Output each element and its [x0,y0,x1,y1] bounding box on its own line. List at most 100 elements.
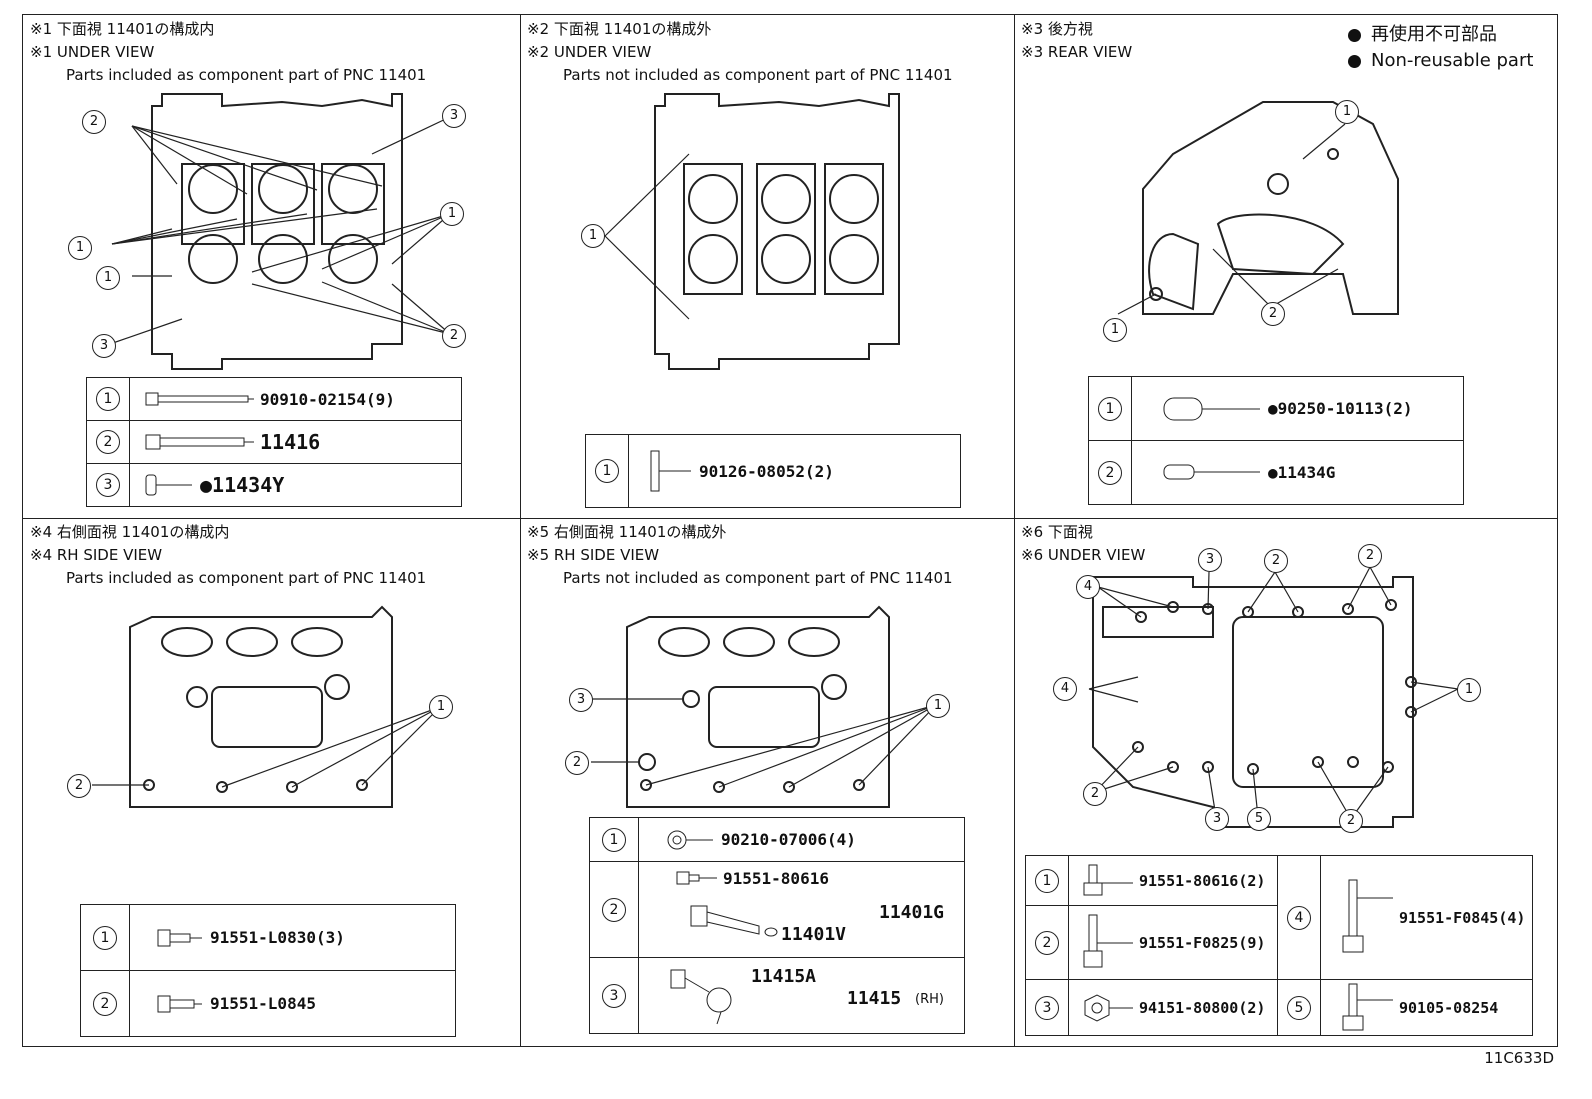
header-jp: ※4 右側面視 11401の構成内 [30,523,230,541]
part-number: 91551-L0845 [210,994,316,1013]
callout-5: 5 [1247,807,1271,831]
callout-3: 3 [1198,548,1222,572]
bolt-icon [676,871,717,885]
stud-icon [650,450,691,492]
panel-1: ※1 下面視 11401の構成内 ※1 UNDER VIEW Parts inc… [22,14,519,517]
panel-header: ※1 下面視 11401の構成内 ※1 UNDER VIEW Parts inc… [30,18,426,87]
callout-2: 2 [1339,809,1363,833]
parts-table: 1 90210-07006(4) 2 91551-80616 11401V 11… [589,817,965,1034]
item-number: 2 [96,430,120,454]
panel-5: ※5 右側面視 11401の構成外 ※5 RH SIDE VIEW Parts … [519,517,1013,1047]
item-number: 3 [1035,995,1059,1020]
callout-1: 1 [96,266,120,290]
item-number: 1 [93,925,117,950]
flange-bolt-icon [1083,864,1133,895]
parts-table: 1 91551-L0830(3) 2 91551-L0845 [80,904,456,1037]
panel-2: ※2 下面視 11401の構成外 ※2 UNDER VIEW Parts not… [519,14,1013,517]
item-number: 4 [1287,905,1311,930]
part-number: 11416 [260,430,321,454]
header-jp: ※2 下面視 11401の構成外 [527,20,712,38]
divider [23,518,1557,519]
panel-4: ※4 右側面視 11401の構成内 ※4 RH SIDE VIEW Parts … [22,517,519,1047]
diagram-sheet [22,14,1558,1047]
item-number: 1 [1098,396,1122,421]
divider [520,15,521,1046]
engine-block-rear-view [1117,101,1399,315]
part-number: 90910-02154(9) [260,389,395,409]
bolt-icon [145,392,254,406]
header-sub: Parts not included as component part of … [563,569,953,587]
part-number: 91551-80616 [723,868,829,888]
item-number: 1 [96,387,120,411]
legend-label-jp: 再使用不可部品 [1371,24,1497,45]
callout-1: 1 [581,224,605,248]
header-sub: Parts included as component part of PNC … [66,569,427,587]
header-jp: ※1 下面視 11401の構成内 [30,20,215,38]
panel-header: ※6 下面視 ※6 UNDER VIEW [1021,521,1145,567]
flange-bolt-icon [157,995,202,1012]
part-number: 11401V [781,924,847,945]
callout-2: 2 [1358,544,1382,568]
callout-2: 2 [1083,782,1107,806]
callout-2: 2 [1264,549,1288,573]
header-en: ※3 REAR VIEW [1021,43,1133,61]
callout-2: 2 [67,774,91,798]
item-number: 2 [93,991,117,1016]
divider [1014,15,1015,1046]
header-sub: Parts not included as component part of … [563,66,953,84]
header-jp: ※3 後方視 [1021,20,1093,38]
callout-4: 4 [1076,575,1100,599]
callout-1: 1 [1457,678,1481,702]
header-jp: ※5 右側面視 11401の構成外 [527,523,727,541]
panel-header: ※2 下面視 11401の構成外 ※2 UNDER VIEW Parts not… [527,18,953,87]
legend: 再使用不可部品 Non-reusable part [1348,22,1533,74]
item-number: 3 [602,983,626,1008]
flange-bolt-icon [1083,914,1133,967]
dowel-pin-icon [1163,464,1260,479]
engine-block-under-view [604,93,900,370]
callout-4: 4 [1053,677,1077,701]
engine-block-rh-side-view [591,605,937,808]
parts-table: 1 90910-02154(9) 2 11416 3 ●11434Y [86,377,462,507]
item-number: 1 [602,827,626,852]
knock-pin-icon [1163,397,1260,420]
callout-2: 2 [82,110,106,134]
oil-jet-icon [690,905,778,937]
callout-1: 1 [1103,318,1127,342]
header-en: ※2 UNDER VIEW [527,43,652,61]
callout-1: 1 [926,694,950,718]
header-sub: Parts included as component part of PNC … [66,66,427,84]
callout-1: 1 [440,202,464,226]
flange-bolt-icon [1342,879,1393,952]
callout-2: 2 [565,751,589,775]
legend-label-en: Non-reusable part [1371,50,1534,71]
item-number: 3 [96,473,120,497]
engine-block-rh-side-view [92,605,441,808]
flange-bolt-icon [157,929,202,946]
panel-6: ※6 下面視 ※6 UNDER VIEW 4 3 2 2 4 1 2 3 5 [1013,517,1558,1047]
panel-header: ※3 後方視 ※3 REAR VIEW [1021,18,1132,64]
part-number: 90105-08254 [1399,998,1499,1017]
header-en: ※5 RH SIDE VIEW [527,546,660,564]
part-number: 94151-80800(2) [1139,998,1266,1017]
callout-1: 1 [1335,100,1359,124]
item-number: 2 [1035,930,1059,955]
panel-header: ※5 右側面視 11401の構成外 ※5 RH SIDE VIEW Parts … [527,521,953,590]
item-number: 1 [1035,868,1059,893]
header-en: ※4 RH SIDE VIEW [30,546,163,564]
bolt-icon [145,434,254,450]
parts-table: 1 91551-80616(2) 4 91551-F0845(4) 2 9155… [1025,855,1533,1036]
callout-1: 1 [68,236,92,260]
callout-3: 3 [442,104,466,128]
dowel-pin-icon [145,474,192,496]
panel-3: ※3 後方視 ※3 REAR VIEW 1 2 1 1 ●90250-10113… [1013,14,1558,517]
dot-icon [1348,54,1361,68]
side-note: (RH) [915,992,944,1007]
diagram-code: 11C633D [1484,1049,1554,1067]
panel-header: ※4 右側面視 11401の構成内 ※4 RH SIDE VIEW Parts … [30,521,426,590]
part-number: 91551-L0830(3) [210,928,345,947]
callout-3: 3 [92,334,116,358]
header-jp: ※6 下面視 [1021,523,1093,541]
callout-3: 3 [1205,807,1229,831]
oil-jet-valve-icon [670,969,732,1025]
